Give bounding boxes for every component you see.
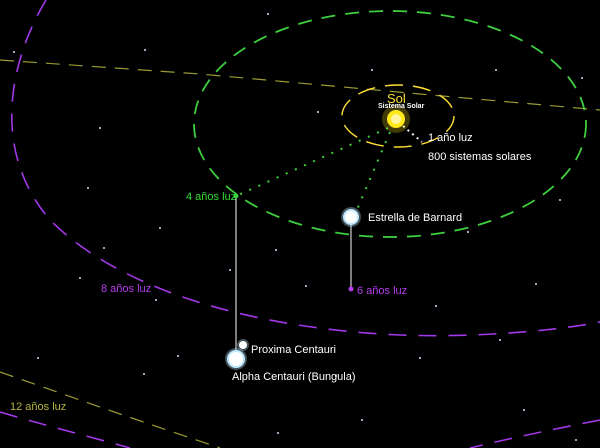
ring-12ly — [0, 59, 600, 448]
alpha-star-icon — [225, 348, 247, 370]
sun-name-label: Sol — [387, 91, 406, 106]
proxima-star-icon — [237, 339, 249, 351]
sun-icon — [382, 105, 410, 133]
barnard-star-icon — [341, 207, 361, 227]
background-stars — [13, 13, 583, 441]
ring-6-label: 6 años luz — [357, 285, 407, 297]
ring-12-label: 12 años luz — [10, 401, 66, 413]
ring-6-marker — [348, 286, 354, 292]
ring-1-sub-label: 800 sistemas solares — [428, 151, 532, 163]
barnard-label: Estrella de Barnard — [368, 212, 462, 224]
ring-4ly — [193, 10, 587, 238]
ring-4-marker — [233, 193, 239, 199]
solar-system-label: Sistema Solar — [378, 103, 425, 110]
ring-1-label: 1 año luz — [428, 132, 473, 144]
proxima-label: Proxima Centauri — [251, 344, 336, 356]
ring-4-label: 4 años luz — [186, 191, 236, 203]
ring-1ly — [341, 84, 455, 148]
alpha-label: Alpha Centauri (Bungula) — [232, 371, 356, 383]
sun-scale-marks — [402, 125, 423, 143]
ring-8-label: 8 años luz — [101, 283, 151, 295]
